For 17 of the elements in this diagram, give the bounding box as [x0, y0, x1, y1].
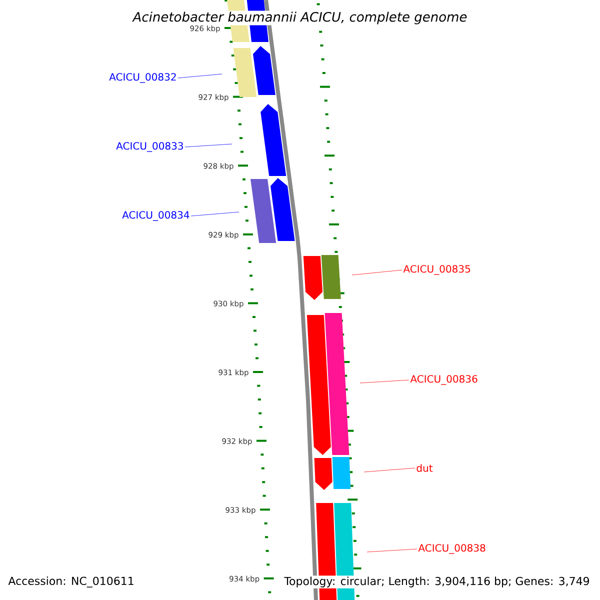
genome-info-label: Topology: circular; Length: 3,904,116 bp; Genes: 3,749 [283, 576, 591, 588]
leader-line [352, 270, 402, 276]
leader-line [364, 468, 416, 472]
leader-line [184, 144, 232, 148]
gene-label: ACICU_00832 [109, 73, 176, 83]
gene-label: ACICU_00836 [410, 375, 478, 385]
leader-line [360, 380, 410, 384]
gene-label: ACICU_00838 [418, 544, 486, 554]
leader-line [366, 548, 418, 552]
gene-label: ACICU_00833 [116, 142, 183, 152]
accession-label: Accession: NC_010611 [8, 576, 134, 588]
title: Acinetobacter baumannii ACICU, complete genome [132, 10, 468, 26]
gene-label: dut [416, 464, 433, 472]
gene-label: ACICU_00835 [403, 265, 470, 275]
leader-line [190, 212, 240, 216]
leader-line [178, 74, 222, 78]
gene-label: ACICU_00834 [122, 211, 190, 221]
